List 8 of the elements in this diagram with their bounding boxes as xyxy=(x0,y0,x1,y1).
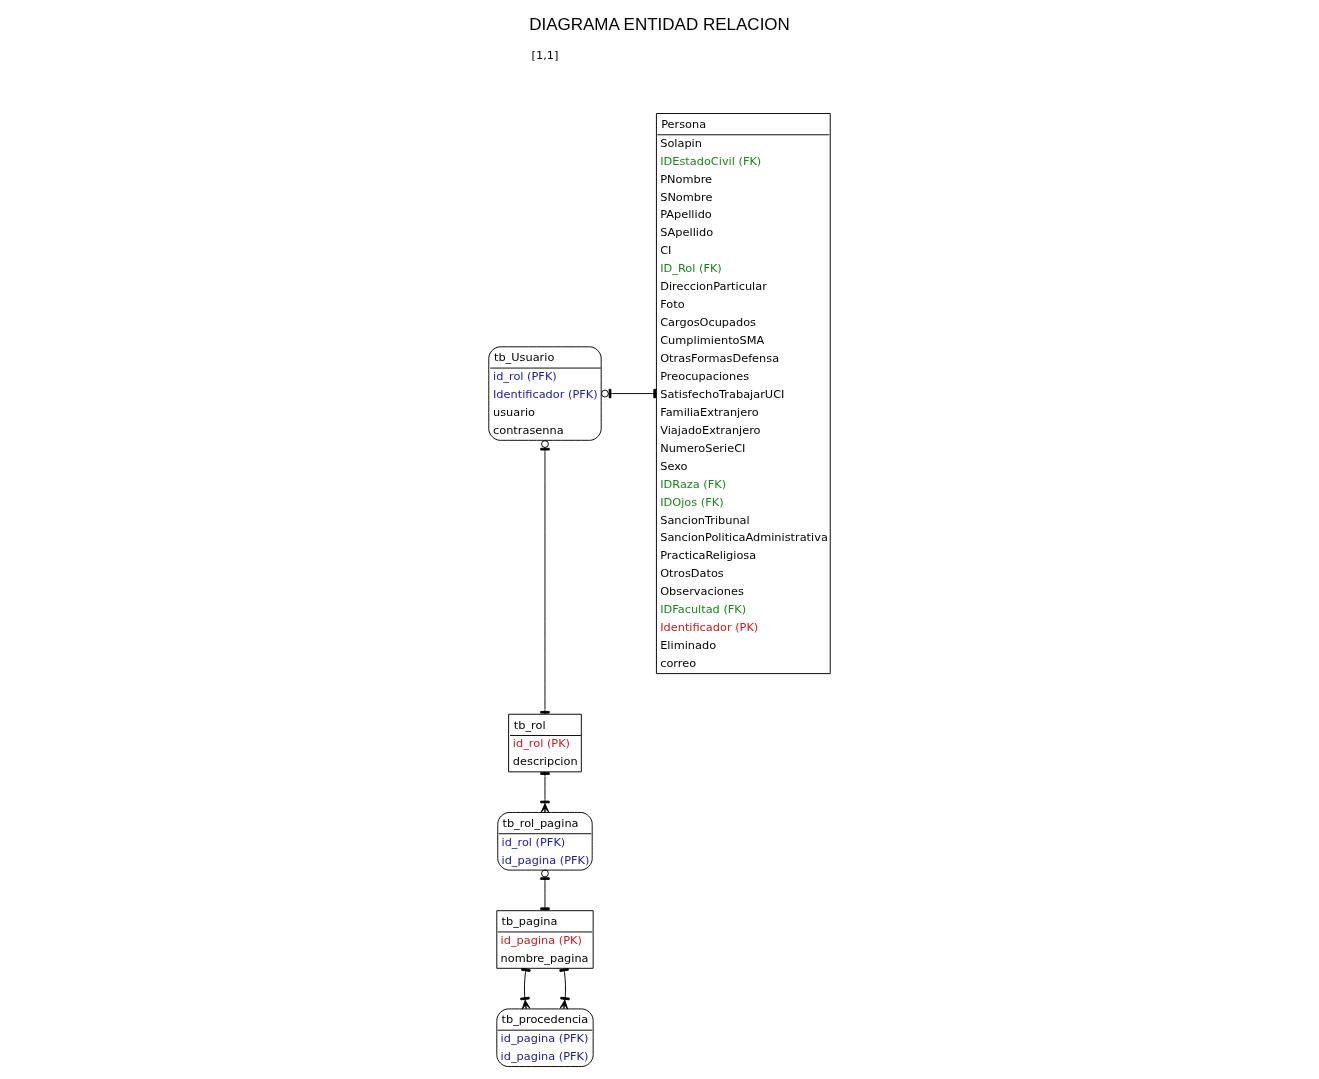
diagram-title: DIAGRAMA ENTIDAD RELACION xyxy=(529,14,790,34)
connector xyxy=(540,869,550,911)
connector xyxy=(559,967,570,1010)
connector xyxy=(601,388,657,399)
connector xyxy=(540,771,550,813)
label: [1,1] xyxy=(531,47,559,62)
connector xyxy=(540,440,550,715)
connector xyxy=(520,967,531,1010)
